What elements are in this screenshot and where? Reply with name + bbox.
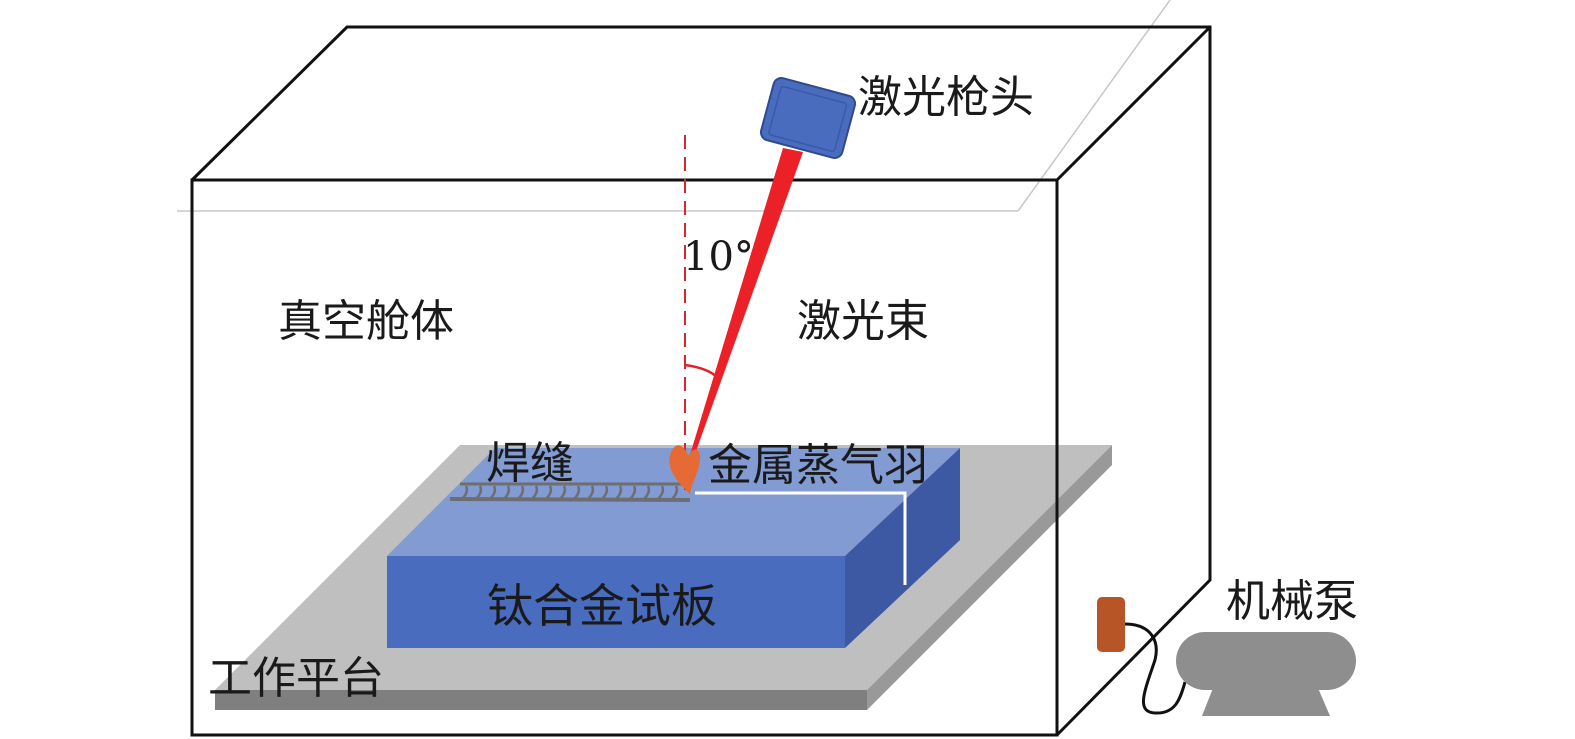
laser-beam <box>686 148 803 468</box>
weld-seam <box>449 482 691 502</box>
chamber-frame <box>190 25 1212 737</box>
metal-vapor-plume-label: 金属蒸气羽 <box>708 440 928 491</box>
weld-ripple <box>671 485 679 500</box>
laser-beam-label: 激光束 <box>797 296 929 347</box>
weld-ripple <box>615 485 623 500</box>
metal-vapor-plume <box>669 445 700 494</box>
mechanical-pump <box>1097 597 1356 716</box>
weld-ripple <box>643 485 651 500</box>
weld-ripple <box>503 485 511 500</box>
weld-ripple <box>601 485 609 500</box>
weld-ripple <box>559 485 567 500</box>
weld-ripple <box>475 485 483 500</box>
weld-ripple <box>629 485 637 500</box>
angle-arc <box>684 363 719 379</box>
weld-ripple <box>461 485 469 500</box>
laser-head <box>759 77 857 159</box>
weld-ripple <box>545 485 553 500</box>
weld-ripple <box>517 485 525 500</box>
weld-ripple <box>531 485 539 500</box>
titanium-plate-label: 钛合金试板 <box>487 579 717 633</box>
weld-seam-label: 焊缝 <box>486 438 574 489</box>
titanium-plate <box>387 448 960 648</box>
weld-ripple <box>587 485 595 500</box>
angle-label: 10° <box>683 234 754 280</box>
weld-ripple <box>573 485 581 500</box>
laser-head-label: 激光枪头 <box>858 72 1034 123</box>
vacuum-chamber-label: 真空舱体 <box>278 296 454 347</box>
weld-ripple <box>657 485 665 500</box>
work-platform-label: 工作平台 <box>208 653 384 704</box>
mechanical-pump-label: 机械泵 <box>1226 576 1358 627</box>
vacuum-chamber <box>177 0 1171 212</box>
weld-ripple <box>489 485 497 500</box>
